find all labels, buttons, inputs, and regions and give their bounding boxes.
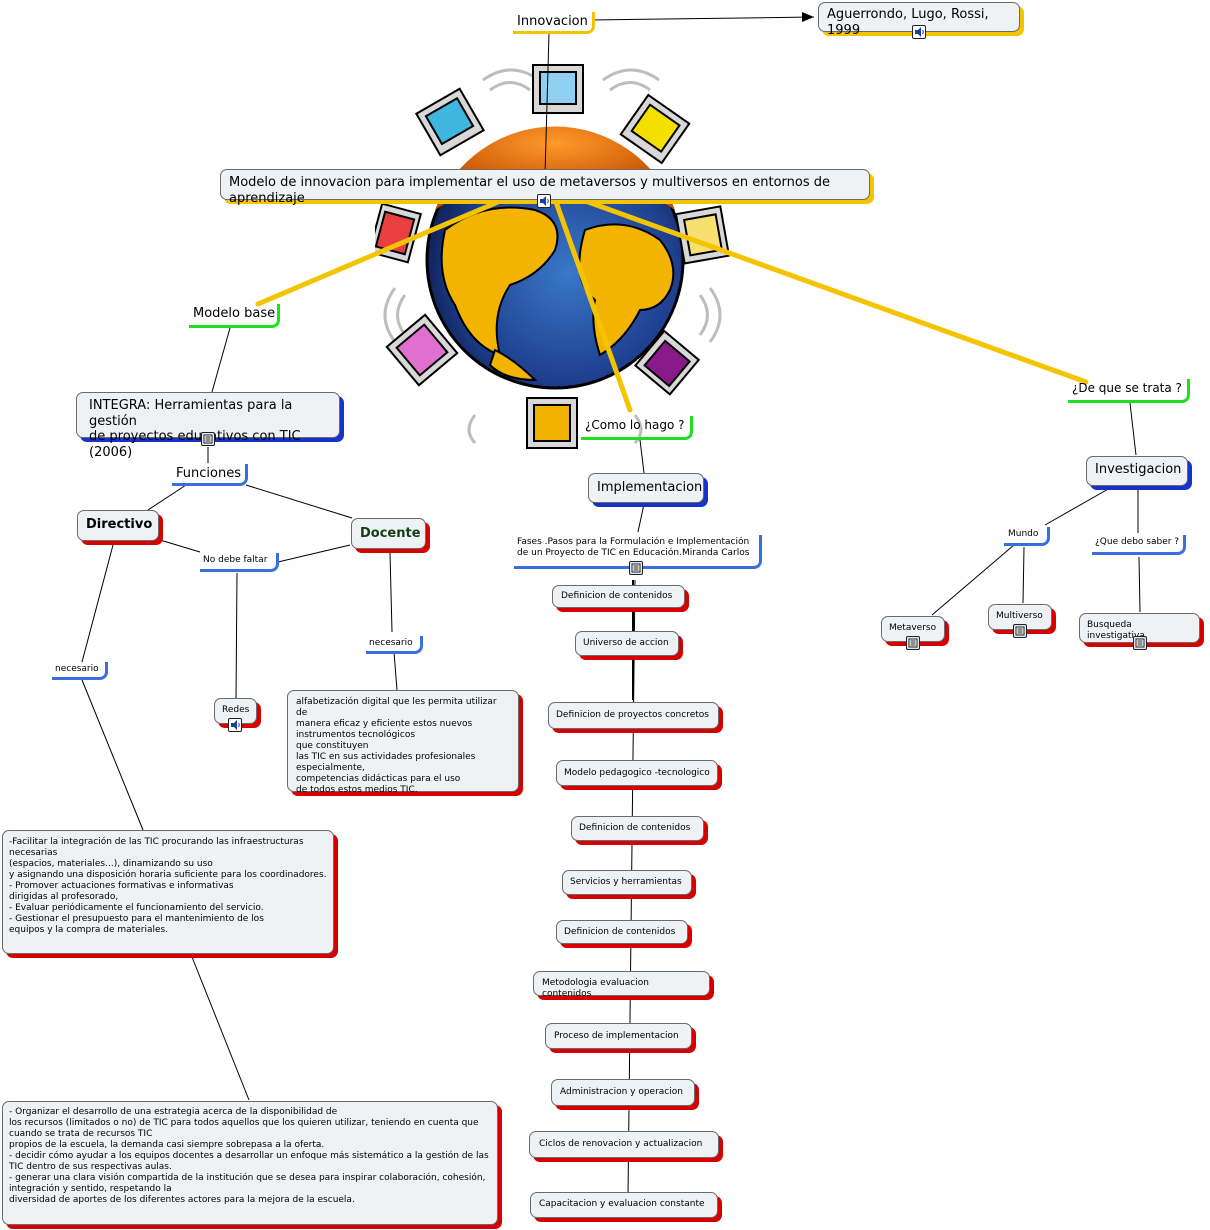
label-de-que-se-trata[interactable]: ¿De que se trata ? (1068, 379, 1190, 403)
directivo-description-1: -Facilitar la integración de las TIC pro… (9, 837, 327, 935)
step-label: Definicion de contenidos (561, 591, 673, 601)
label-no-debe-faltar[interactable]: No debe faltar (200, 553, 279, 572)
node-aguerrondo-text: Aguerrondo, Lugo, Rossi, 1999 (827, 7, 989, 38)
document-icon[interactable] (201, 432, 215, 446)
label-funciones[interactable]: Funciones (172, 464, 248, 486)
node-docente[interactable]: Docente (351, 518, 426, 549)
globe-computers-clipart (367, 60, 735, 455)
step-label: Capacitacion y evaluacion constante (539, 1199, 705, 1209)
node-directivo-text-1[interactable]: -Facilitar la integración de las TIC pro… (2, 830, 334, 954)
step-label: Definicion de contenidos (564, 927, 676, 937)
node-implementacion-text: Implementacion (597, 480, 703, 495)
label-necesario-right[interactable]: necesario (366, 636, 423, 654)
node-docente-text[interactable]: alfabetización digital que les permita u… (287, 690, 519, 795)
step-node[interactable]: Definicion de contenidos (571, 816, 704, 841)
step-node[interactable]: Definicion de proyectos concretos (548, 702, 719, 729)
step-label: Proceso de implementacion (554, 1031, 679, 1041)
node-redes-text: Redes (222, 705, 250, 715)
step-node[interactable]: Definicion de contenidos (556, 920, 688, 944)
document-icon[interactable] (906, 636, 920, 650)
step-node[interactable]: Ciclos de renovacion y actualizacion (529, 1131, 719, 1158)
step-node[interactable]: Definicion de contenidos (552, 585, 685, 608)
node-investigacion[interactable]: Investigacion (1086, 456, 1188, 486)
node-directivo-text: Directivo (86, 517, 153, 532)
step-label: Ciclos de renovacion y actualizacion (539, 1139, 703, 1149)
node-multiverso-text: Multiverso (996, 611, 1043, 621)
speaker-icon[interactable] (537, 194, 551, 208)
step-node[interactable]: Universo de accion (575, 631, 679, 656)
node-modelo-central[interactable]: Modelo de innovacion para implementar el… (220, 169, 870, 206)
step-node[interactable]: Proceso de implementacion (545, 1023, 692, 1049)
node-integra[interactable]: INTEGRA: Herramientas para la gestión de… (76, 392, 340, 460)
label-que-debo-saber[interactable]: ¿Que debo saber ? (1092, 535, 1186, 555)
document-icon[interactable] (1133, 636, 1147, 650)
label-mundo[interactable]: Mundo (1004, 527, 1050, 546)
node-busqueda[interactable]: Busqueda investigativa (1079, 613, 1200, 643)
step-label: Metodologia evaluacion contenidos (542, 978, 649, 999)
label-innovacion[interactable]: Innovacion (513, 12, 595, 34)
speaker-icon[interactable] (912, 25, 926, 39)
step-label: Modelo pedagogico -tecnologico (564, 768, 710, 778)
node-integra-text: INTEGRA: Herramientas para la gestión de… (89, 398, 301, 460)
node-directivo[interactable]: Directivo (77, 510, 159, 541)
node-busqueda-text: Busqueda investigativa (1087, 620, 1145, 641)
label-modelo-base[interactable]: Modelo base (189, 304, 280, 328)
step-node[interactable]: Administracion y operacion (551, 1079, 695, 1106)
speaker-icon[interactable] (228, 718, 242, 732)
label-necesario-left[interactable]: necesario (52, 662, 108, 680)
document-icon[interactable] (1013, 624, 1027, 638)
document-icon[interactable] (629, 561, 643, 575)
node-metaverso-text: Metaverso (889, 623, 937, 633)
step-node[interactable]: Servicios y herramientas (562, 870, 692, 895)
node-docente-text: Docente (360, 526, 421, 541)
step-label: Definicion de contenidos (579, 823, 691, 833)
step-node[interactable]: Modelo pedagogico -tecnologico (556, 760, 718, 786)
step-label: Definicion de proyectos concretos (556, 710, 709, 720)
docente-description: alfabetización digital que les permita u… (296, 697, 497, 795)
node-directivo-text-2[interactable]: - Organizar el desarrollo de una estrate… (2, 1101, 498, 1225)
step-label: Servicios y herramientas (570, 877, 682, 887)
step-label: Administracion y operacion (560, 1087, 683, 1097)
node-modelo-text: Modelo de innovacion para implementar el… (229, 175, 830, 206)
step-node[interactable]: Metodologia evaluacion contenidos (533, 971, 710, 999)
node-implementacion[interactable]: Implementacion (588, 473, 704, 503)
label-como-lo-hago[interactable]: ¿Como lo hago ? (581, 416, 693, 440)
step-node[interactable]: Capacitacion y evaluacion constante (530, 1192, 718, 1218)
directivo-description-2: - Organizar el desarrollo de una estrate… (9, 1107, 489, 1205)
node-investigacion-text: Investigacion (1095, 462, 1182, 477)
step-label: Universo de accion (583, 638, 669, 648)
